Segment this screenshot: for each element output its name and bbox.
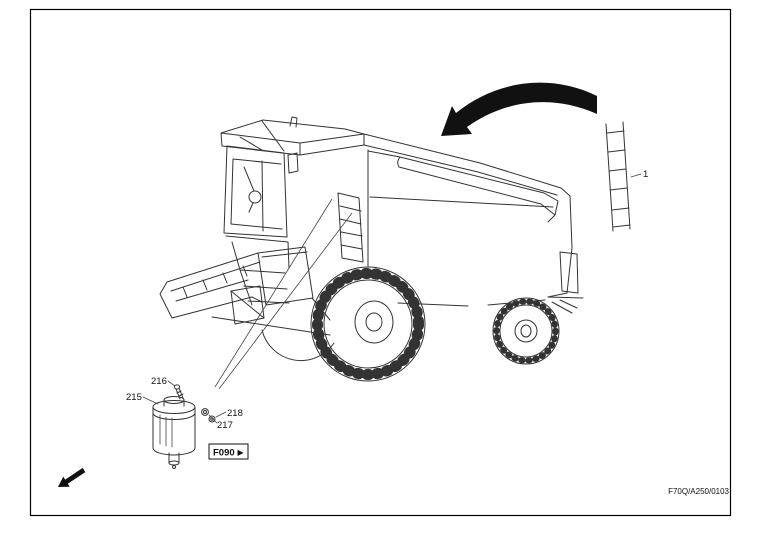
header-details — [175, 265, 265, 325]
unloader-auger — [367, 150, 559, 223]
nut-icon — [208, 415, 216, 423]
detail-leader-lines — [214, 198, 353, 390]
steering-wheel — [248, 190, 262, 204]
bolt-icon — [173, 384, 184, 400]
callout-bolt: 216 — [151, 376, 167, 387]
cab-details — [243, 152, 299, 213]
rear-wheel — [492, 297, 560, 365]
figure-reference-f090[interactable]: F090 ▶ — [208, 443, 249, 460]
forward-arrow-icon: ▶ — [238, 448, 245, 457]
louver-panel — [337, 192, 364, 263]
callout-1-leader — [630, 173, 642, 178]
reference-box[interactable] — [208, 443, 249, 460]
combine-harvester-drawing — [159, 116, 584, 382]
filter-assembly-detail — [142, 380, 227, 469]
view-direction-arrow-icon — [58, 467, 86, 487]
callout-ladder: 1 — [643, 169, 648, 180]
ladder-rungs — [606, 130, 631, 228]
ladder-rails — [605, 121, 631, 232]
rotate-direction-arrow-icon — [441, 82, 597, 136]
combine-panel-lines — [239, 116, 554, 208]
callout-reservoir: 215 — [126, 392, 142, 403]
rear-frame — [547, 251, 584, 314]
cab-outline — [223, 145, 288, 238]
far-front-wheel-arc — [261, 329, 335, 362]
detail-callout-leaders — [142, 380, 227, 424]
drawing-code: F70Q/A250/0103 — [668, 487, 729, 496]
canister-ribs — [159, 414, 173, 448]
front-wheel — [310, 266, 426, 382]
callout-nut: 218 — [227, 408, 243, 419]
rear-tire-tread — [493, 298, 559, 364]
page-border — [29, 8, 732, 517]
callout-washer: 217 — [217, 420, 233, 431]
header-outline — [159, 252, 263, 319]
washer-icon — [201, 408, 209, 416]
front-tire-tread — [312, 268, 424, 380]
ladder-drawing — [605, 121, 642, 232]
reservoir-canister — [152, 396, 196, 469]
reference-label[interactable]: F090 — [213, 448, 235, 459]
